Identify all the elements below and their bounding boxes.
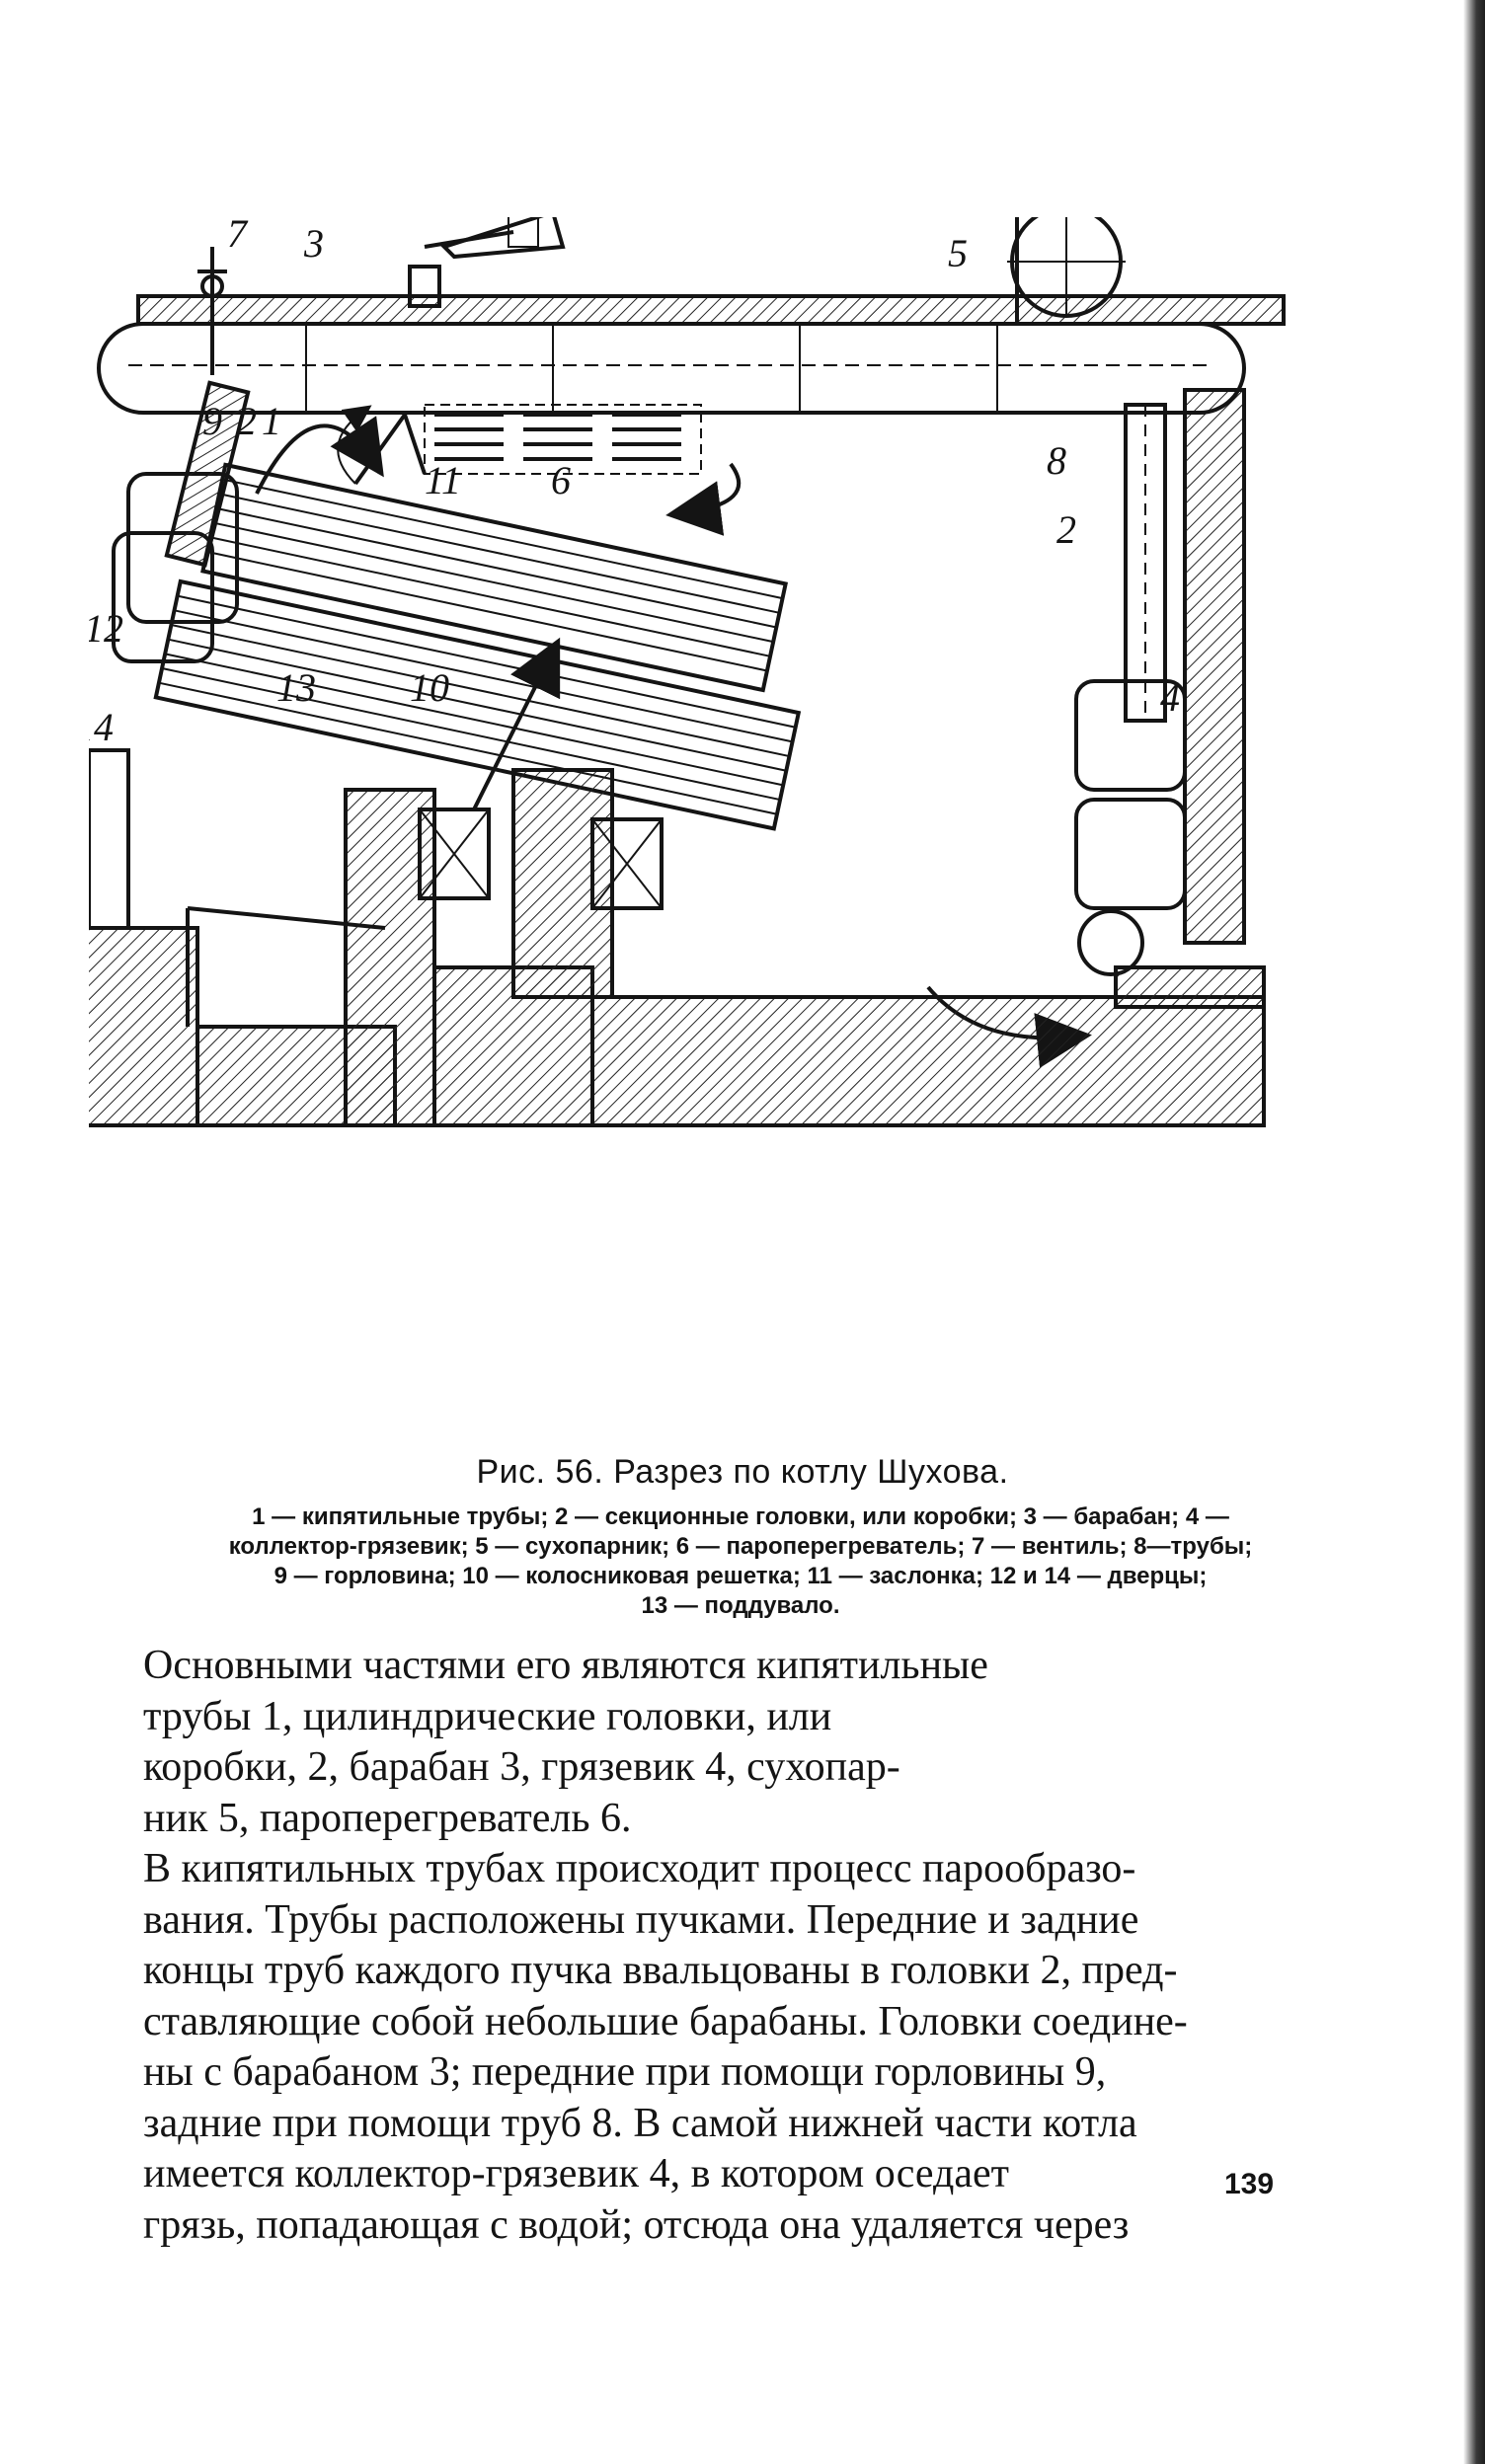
text-line: концы труб каждого пучка ввальцованы в г… xyxy=(143,1948,1178,1993)
label-4: 4 xyxy=(1160,675,1180,720)
boiler-cross-section-figure: 7 3 5 9 2 1 11 6 8 2 4 12 13 10 14 xyxy=(89,217,1313,1451)
front-header xyxy=(112,380,251,663)
label-11: 11 xyxy=(425,458,461,502)
label-10: 10 xyxy=(410,665,449,710)
damper xyxy=(337,405,427,486)
flow-arrow-lower xyxy=(472,637,561,810)
text-line: ставляющие собой небольшие барабаны. Гол… xyxy=(143,1998,1188,2044)
page-number: 139 xyxy=(1224,2168,1275,2200)
text-line: грязь, попадающая с водой; отсюда она уд… xyxy=(143,2201,1130,2248)
label-9: 9 xyxy=(202,399,222,443)
text-line: вания. Трубы расположены пучками. Передн… xyxy=(143,1896,1139,1943)
valve xyxy=(197,247,227,375)
superheater xyxy=(424,404,702,475)
safety-valve xyxy=(408,217,566,308)
legend-line: 1 — кипятильные трубы; 2 — секционные го… xyxy=(252,1503,1229,1530)
label-5: 5 xyxy=(948,231,968,275)
legend-line: 13 — поддувало. xyxy=(641,1592,840,1619)
paragraph-1: Основными частями его являются кипятильн… xyxy=(76,1641,1279,1844)
flow-arrow-upper xyxy=(255,416,384,495)
label-12: 12 xyxy=(89,606,123,651)
legend-line: коллектор-грязевик; 5 — сухопарник; 6 — … xyxy=(228,1533,1253,1560)
label-1: 1 xyxy=(262,399,281,443)
rear-pipes xyxy=(1124,403,1167,723)
mud-collector xyxy=(1077,909,1144,976)
figure-caption-title: Рис. 56. Разрез по котлу Шухова. xyxy=(476,1453,1009,1491)
label-2b: 2 xyxy=(1056,507,1076,552)
text-line: имеется коллектор-грязевик 4, в котором … xyxy=(143,2151,1009,2196)
label-8: 8 xyxy=(1047,438,1066,483)
text-line: ник 5, пароперегреватель 6. xyxy=(143,1795,632,1841)
label-6: 6 xyxy=(551,458,571,502)
page-edge-shadow xyxy=(1463,0,1485,2464)
text-line: В кипятильных трубах происходит процесс … xyxy=(143,1846,1136,1891)
steam-dome xyxy=(1007,217,1126,324)
label-7: 7 xyxy=(227,217,249,256)
flue-boxes xyxy=(418,808,664,910)
label-14: 14 xyxy=(89,705,114,749)
label-2: 2 xyxy=(237,399,257,443)
furnace-brickwork xyxy=(89,768,1266,1127)
text-line: коробки, 2, барабан 3, грязевик 4, сухоп… xyxy=(143,1744,900,1790)
legend-line: 9 — горловина; 10 — колосниковая решетка… xyxy=(274,1563,1208,1589)
text-line: задние при помощи труб 8. В самой нижней… xyxy=(143,2100,1137,2146)
flow-arrow-superheater xyxy=(665,462,742,536)
body-text: Основными частями его являются кипятильн… xyxy=(76,1641,1279,2251)
right-wall xyxy=(1183,388,1246,945)
boiler-drawing: 7 3 5 9 2 1 11 6 8 2 4 12 13 10 14 xyxy=(89,217,1286,1127)
label-3: 3 xyxy=(303,221,324,266)
label-13: 13 xyxy=(276,665,316,710)
rear-headers xyxy=(1074,679,1187,910)
text-line: трубы 1, цилиндрические головки, или xyxy=(143,1693,832,1739)
boiling-tubes xyxy=(153,462,802,831)
text-line: Основными частями его являются кипятильн… xyxy=(143,1643,988,1688)
figure-legend: 1 — кипятильные трубы; 2 — секционные го… xyxy=(138,1502,1343,1621)
top-wall xyxy=(136,294,1286,326)
ash-pit-and-grate xyxy=(89,748,386,1027)
paragraph-2: В кипятильных трубах происходит процесс … xyxy=(76,1844,1279,2251)
text-line: ны с барабаном 3; передние при помощи го… xyxy=(143,2049,1107,2095)
